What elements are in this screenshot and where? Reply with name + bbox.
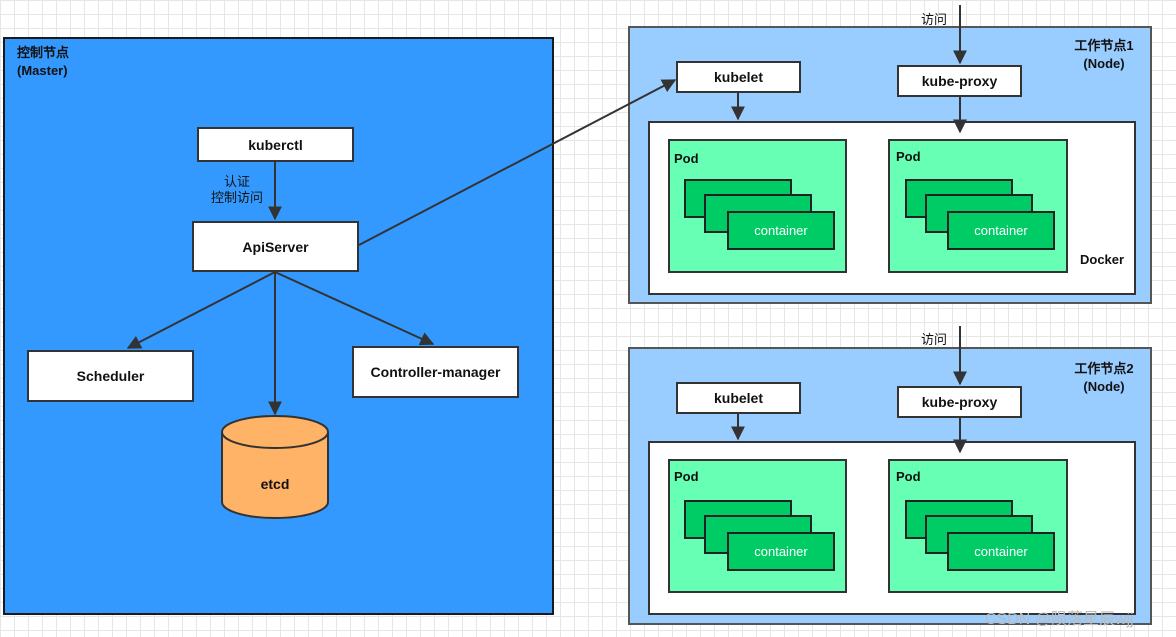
etcd-label: etcd bbox=[260, 476, 290, 492]
node2-kube-proxy-box[interactable]: kube-proxy bbox=[897, 386, 1022, 418]
node2-pod2-label: Pod bbox=[896, 469, 921, 484]
kubectl-box[interactable]: kuberctl bbox=[197, 127, 354, 162]
node1-title-line1: 工作节点1 bbox=[1074, 38, 1134, 53]
node2-pod1-label: Pod bbox=[674, 469, 699, 484]
node1-docker-label: Docker bbox=[1080, 252, 1125, 267]
auth-label: 认证 控制访问 bbox=[200, 174, 274, 206]
node2-access-label: 访问 bbox=[921, 332, 948, 347]
node2-pod1-container[interactable]: container bbox=[727, 532, 835, 571]
node2-title-line2: (Node) bbox=[1083, 379, 1125, 394]
node1-title-line2: (Node) bbox=[1083, 56, 1125, 71]
node1-title: 工作节点1 (Node) bbox=[1062, 37, 1146, 73]
node1-kube-proxy-box[interactable]: kube-proxy bbox=[897, 65, 1022, 97]
node1-pod2-label: Pod bbox=[896, 149, 921, 164]
master-title-line1: 控制节点 bbox=[17, 45, 70, 60]
controller-manager-box[interactable]: Controller-manager bbox=[352, 346, 519, 398]
node1-pod1-container[interactable]: container bbox=[727, 211, 835, 250]
auth-label-line2: 控制访问 bbox=[210, 190, 263, 205]
node1-access-label: 访问 bbox=[921, 12, 948, 27]
node2-pod2-container[interactable]: container bbox=[947, 532, 1055, 571]
node1-kubelet-box[interactable]: kubelet bbox=[676, 61, 801, 93]
apiserver-box[interactable]: ApiServer bbox=[192, 221, 359, 272]
node1-pod1-label: Pod bbox=[674, 151, 699, 166]
scheduler-box[interactable]: Scheduler bbox=[27, 350, 194, 402]
node2-kubelet-box[interactable]: kubelet bbox=[676, 382, 801, 414]
auth-label-line1: 认证 bbox=[223, 174, 250, 189]
master-title: 控制节点 (Master) bbox=[17, 44, 69, 80]
master-title-line2: (Master) bbox=[17, 63, 68, 78]
node2-title-line1: 工作节点2 bbox=[1074, 361, 1134, 376]
watermark: CSDN @陨落星辰wjj bbox=[985, 611, 1134, 628]
node2-title: 工作节点2 (Node) bbox=[1062, 360, 1146, 396]
node1-pod2-container[interactable]: container bbox=[947, 211, 1055, 250]
